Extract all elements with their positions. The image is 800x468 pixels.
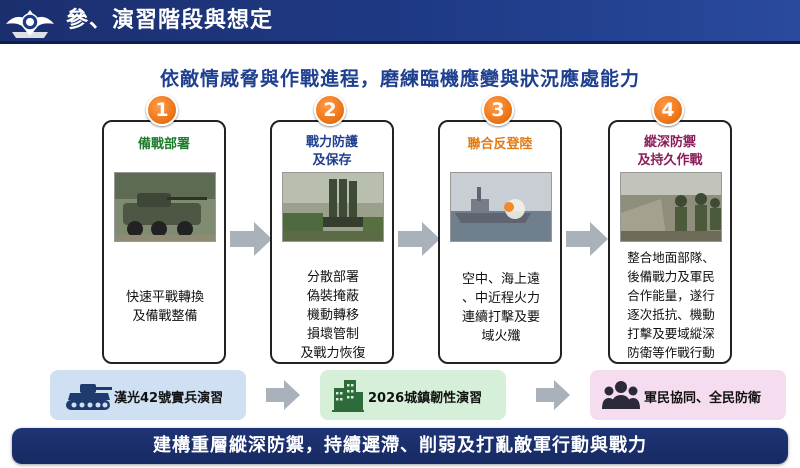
city-buildings-icon xyxy=(332,380,364,412)
han-kuang-exercise-label: 漢光42號實兵演習 xyxy=(114,391,224,406)
armored-vehicle-photo xyxy=(114,172,216,242)
tank-icon xyxy=(66,384,112,410)
page-title: 參、演習階段與想定 xyxy=(66,8,274,33)
stage-3-title: 聯合反登陸 xyxy=(467,137,533,152)
military-emblem-icon xyxy=(6,10,54,38)
stage-3-card: 聯合反登陸 空中、海上遠 、中近程火力 連續打擊及要 域火殲 xyxy=(438,120,562,364)
civil-military-defense-box: 軍民協同、全民防衛 xyxy=(590,370,786,420)
stage-4-card: 縱深防禦 及持久作戰 整合地面部隊、 後備戰力及軍民 合作能量，遂行 逐次抵抗、… xyxy=(608,120,732,364)
urban-resilience-exercise-box: 2026城鎮韌性演習 xyxy=(320,370,506,420)
stage-1-card: 備戰部署 快速平戰轉換 及備戰整備 xyxy=(102,120,226,364)
civil-military-defense-label: 軍民協同、全民防衛 xyxy=(644,391,762,406)
stage-arrow-3 xyxy=(566,222,608,256)
infantry-photo xyxy=(620,172,722,242)
stage-arrow-2 xyxy=(398,222,440,256)
han-kuang-exercise-box: 漢光42號實兵演習 xyxy=(50,370,246,420)
missile-launcher-photo xyxy=(282,172,384,242)
warship-photo xyxy=(450,172,552,242)
header-bar: 參、演習階段與想定 xyxy=(0,0,800,44)
stage-3-number-badge: 3 xyxy=(482,94,514,126)
bottom-arrow-2 xyxy=(536,380,570,410)
stage-2-description: 分散部署 偽裝掩蔽 機動轉移 損壞管制 及戰力恢復 xyxy=(300,270,366,361)
page-subtitle: 依敵情威脅與作戰進程，磨練臨機應變與狀況應處能力 xyxy=(159,68,640,90)
stage-4-number-badge: 4 xyxy=(652,94,684,126)
people-group-icon xyxy=(602,381,640,409)
stage-4-title: 縱深防禦 及持久作戰 xyxy=(637,135,703,168)
urban-resilience-exercise-label: 2026城鎮韌性演習 xyxy=(368,391,483,406)
stage-2-title: 戰力防護 及保存 xyxy=(305,135,358,168)
bottom-arrow-1 xyxy=(266,380,300,410)
stage-3-description: 空中、海上遠 、中近程火力 連續打擊及要 域火殲 xyxy=(461,272,540,344)
stage-4-description: 整合地面部隊、 後備戰力及軍民 合作能量，遂行 逐次抵抗、機動 打擊及要域縱深 … xyxy=(627,250,715,360)
stage-arrow-1 xyxy=(230,222,272,256)
footer-banner: 建構重層縱深防禦，持續遲滯、削弱及打亂敵軍行動與戰力 xyxy=(12,428,788,464)
stage-2-card: 戰力防護 及保存 分散部署 偽裝掩蔽 機動轉移 損壞管制 及戰力恢復 xyxy=(270,120,394,364)
stage-1-number-badge: 1 xyxy=(146,94,178,126)
stage-2-number-badge: 2 xyxy=(314,94,346,126)
stage-1-title: 備戰部署 xyxy=(137,137,190,152)
stage-1-description: 快速平戰轉換 及備戰整備 xyxy=(125,290,204,324)
